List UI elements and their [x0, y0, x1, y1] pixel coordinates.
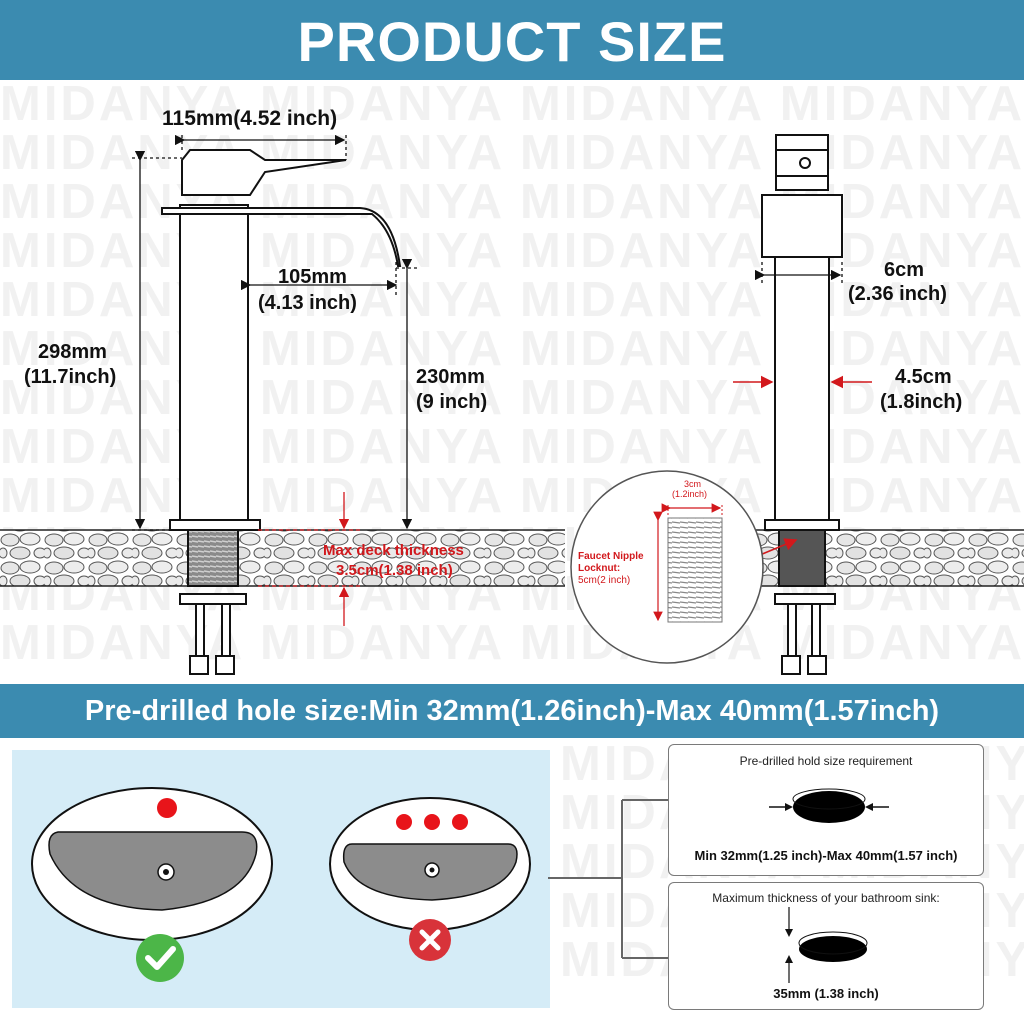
body-width-label: 4.5cm: [895, 366, 952, 388]
bad-cross-icon: [409, 919, 451, 961]
sink-single-hole: [31, 787, 273, 941]
faucet-side-view: [161, 149, 402, 675]
faucet-diagram: [0, 134, 1024, 675]
nipple-zoom-circle: [570, 470, 764, 664]
hole-requirement-box: Pre-drilled hold size requirement Min 32…: [668, 744, 984, 876]
nipple-label-2: Locknut:: [578, 563, 621, 574]
sink-three-hole: [329, 797, 531, 931]
nipple-label-3: 5cm(2 inch): [578, 575, 631, 586]
spout-reach-inch-label: (4.13 inch): [258, 292, 357, 314]
total-height-label: 298mm: [38, 341, 107, 363]
connector-bracket: [548, 799, 668, 959]
base-width-label: 6cm: [884, 259, 925, 281]
spout-reach-label: 105mm: [278, 266, 347, 288]
hole-diagram-icon: [769, 788, 889, 823]
total-height-inch-label: (11.7inch): [24, 366, 117, 388]
deck-thickness-value: 3.5cm(1.38 inch): [336, 562, 453, 579]
hole-size-banner: Pre-drilled hole size:Min 32mm(1.26inch)…: [0, 684, 1024, 738]
nipple-label-1: Faucet Nipple: [578, 551, 644, 562]
hole-requirement-title: Pre-drilled hold size requirement: [739, 754, 913, 768]
watermark-row: MIDANYA MIDANYA MIDANYA MIDANYA: [0, 80, 1024, 131]
body-width-inch-label: (1.8inch): [880, 391, 963, 413]
base-width-inch-label: (2.36 inch): [848, 283, 947, 305]
handle-width-label: 115mm(4.52 inch): [162, 107, 338, 130]
sink-comparison-drawing: [31, 787, 531, 982]
deck-thickness-label: Max deck thickness: [323, 542, 464, 559]
thickness-value-label: 35mm (1.38 inch): [773, 986, 879, 1001]
faucet-front-view: [761, 134, 843, 675]
thickness-requirement-box: Maximum thickness of your bathroom sink:…: [668, 882, 984, 1010]
page-title: PRODUCT SIZE: [0, 0, 1024, 80]
watermark-row: MIDANYA MIDANYA MIDANYA MIDANYA: [0, 322, 1024, 376]
spout-height-inch-label: (9 inch): [416, 391, 488, 413]
nipple-width-inch-label: (1.2inch): [672, 489, 708, 499]
spout-height-label: 230mm: [416, 366, 485, 388]
countertop-left: [0, 530, 565, 586]
ok-check-icon: [136, 934, 184, 982]
nipple-width-label: 3cm: [684, 479, 702, 489]
thickness-diagram-icon: [785, 907, 868, 983]
thickness-requirement-title: Maximum thickness of your bathroom sink:: [712, 891, 940, 905]
hole-range-label: Min 32mm(1.25 inch)-Max 40mm(1.57 inch): [694, 848, 958, 863]
